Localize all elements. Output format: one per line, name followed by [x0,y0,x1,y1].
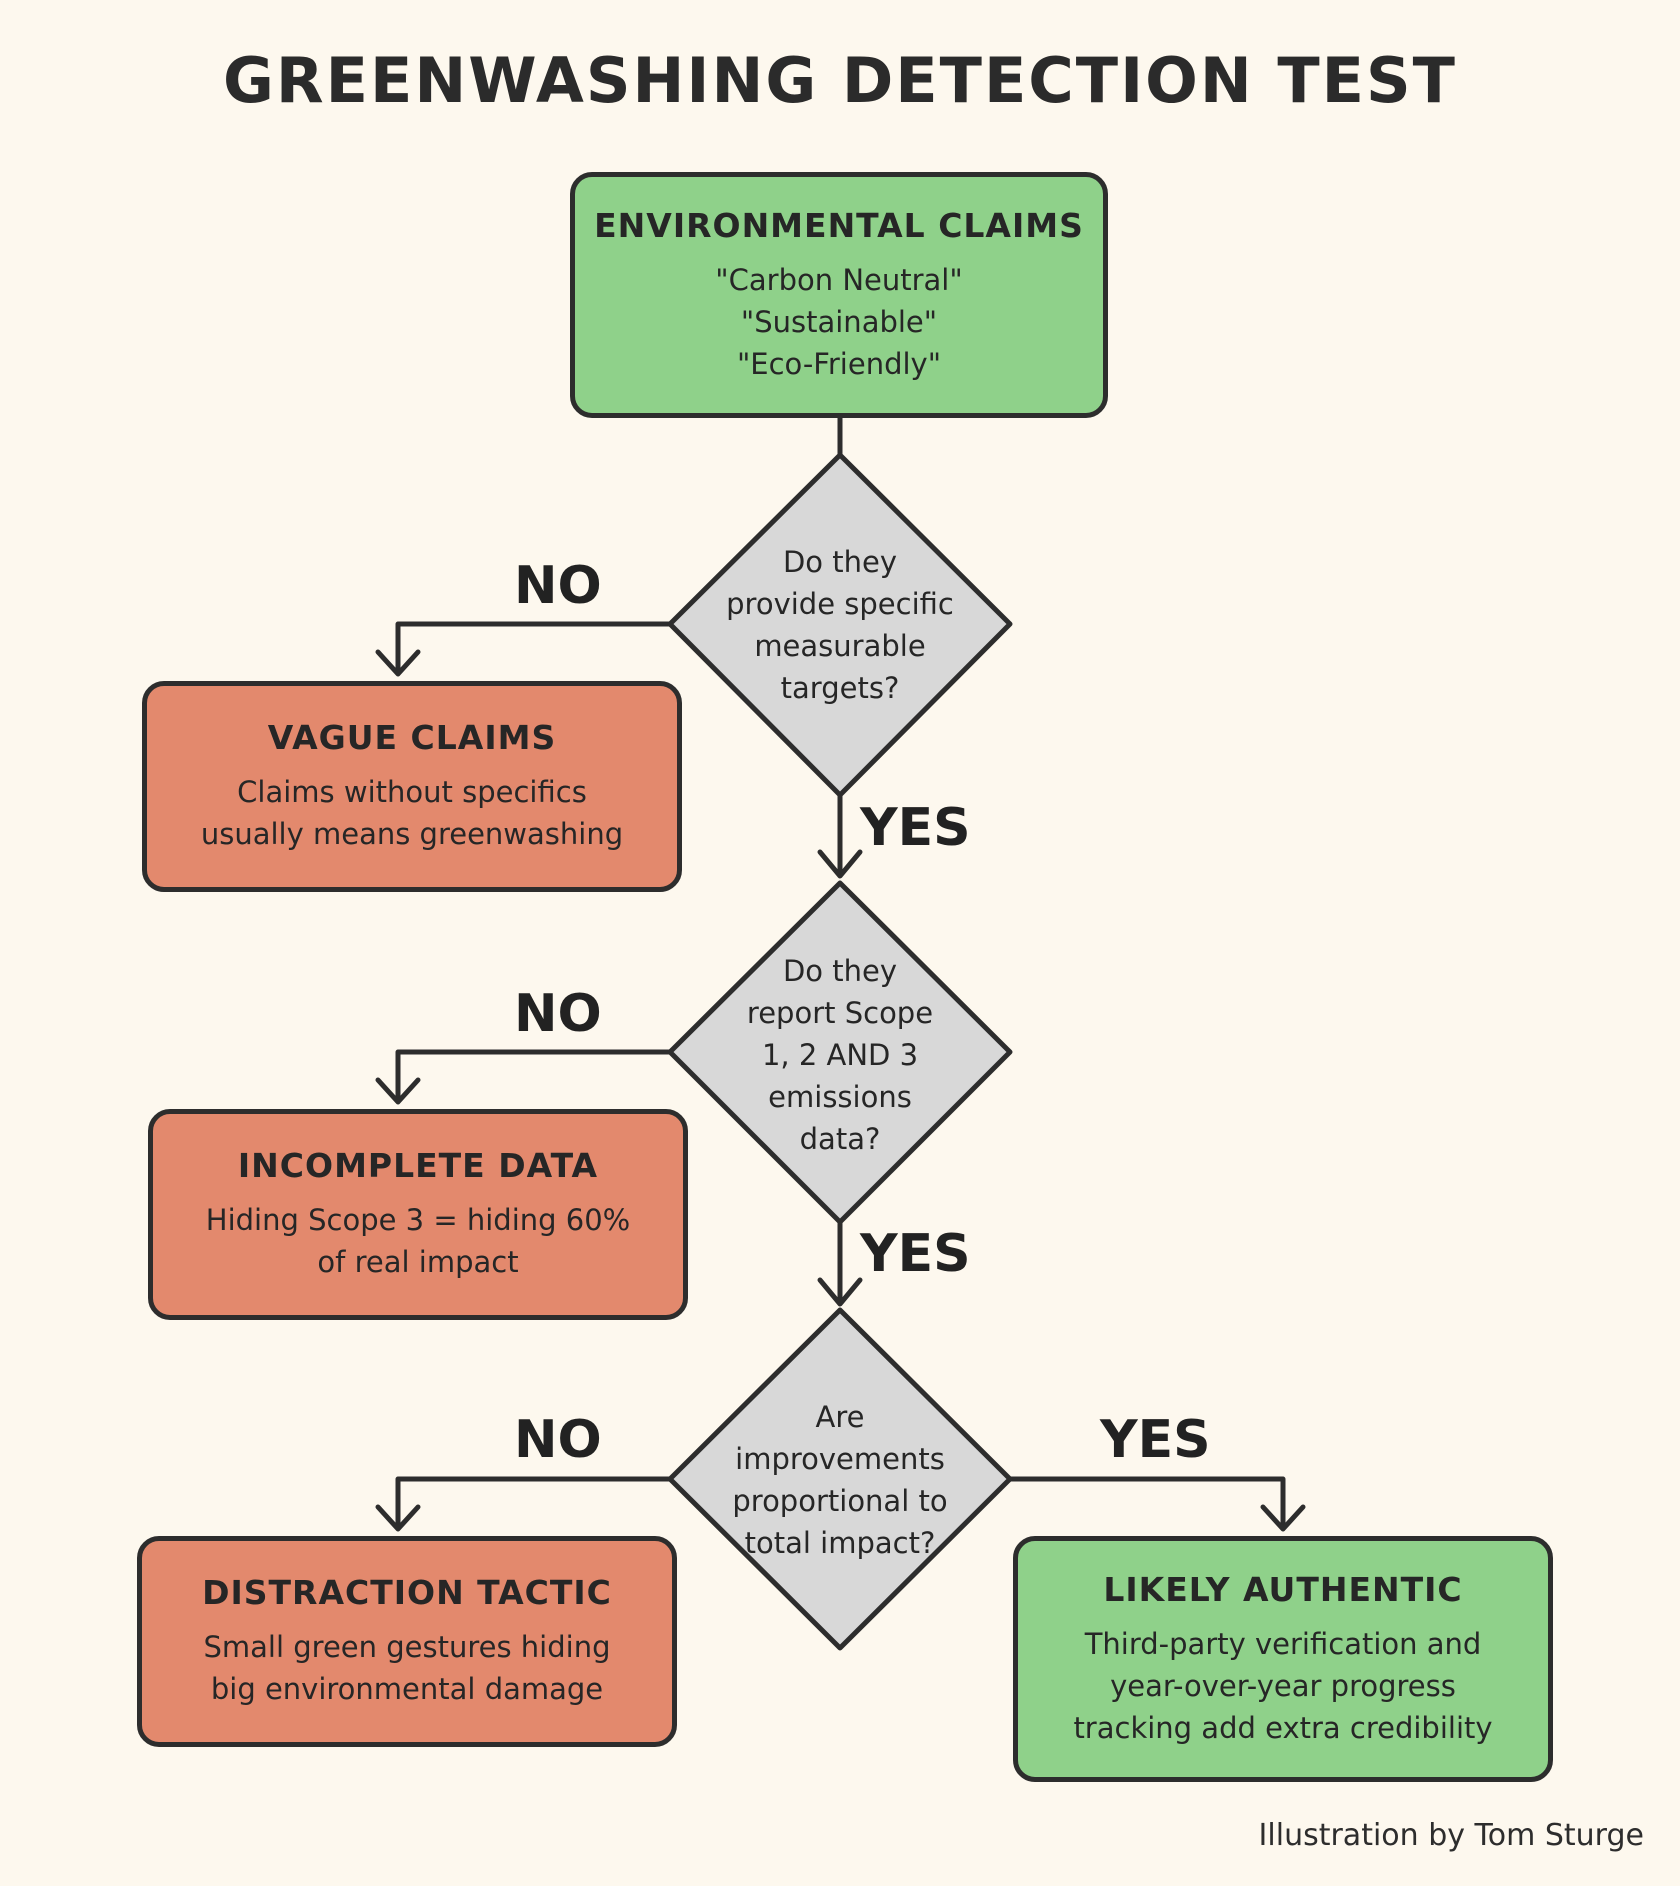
question-line: proportional to [732,1484,948,1518]
label-q2-no: NO [514,984,602,1044]
start-box-environmental-claims: ENVIRONMENTAL CLAIMS "Carbon Neutral" "S… [570,172,1108,418]
label-q3-yes: YES [1100,1410,1211,1470]
outcome-box-likely-authentic: LIKELY AUTHENTIC Third-party verificatio… [1013,1536,1553,1782]
question-line: report Scope [746,996,934,1030]
arrowhead-q3-yes [1260,1504,1306,1532]
decision-diamond-1 [667,452,1013,798]
question-line: measurable [754,629,926,663]
connector-q3-yes [1007,1476,1286,1530]
claim-line: "Eco-Friendly" [736,346,942,381]
outcome-line: Claims without specifics [237,775,587,809]
label-q1-no: NO [514,556,602,616]
illustration-credit: Illustration by Tom Sturge [1258,1818,1644,1853]
outcome-line: tracking add extra credibility [1073,1710,1493,1745]
question-line: Do they [782,545,898,579]
connector-q3-no [395,1476,673,1530]
question-line: 1, 2 AND 3 [761,1038,919,1072]
decision-diamond-3 [667,1307,1013,1651]
outcome-line: Third-party verification and [1084,1626,1482,1661]
question-line: improvements [735,1442,945,1476]
connector-q2-no [395,1049,673,1103]
question-line: Are [815,1400,865,1434]
outcome-title: VAGUE CLAIMS [267,718,557,757]
label-q3-no: NO [514,1410,602,1470]
question-line: total impact? [744,1526,936,1560]
outcome-line: of real impact [317,1245,519,1279]
question-line: Do they [782,954,898,988]
question-line: emissions [768,1080,912,1114]
arrowhead-q2-yes [817,1277,863,1307]
outcome-title: LIKELY AUTHENTIC [1103,1569,1463,1609]
question-3-text: Are improvements proportional to total i… [700,1375,980,1585]
outcome-box-distraction-tactic: DISTRACTION TACTIC Small green gestures … [137,1536,677,1747]
arrowhead-q1-no [375,649,421,677]
arrowhead-q1-yes [817,849,863,879]
outcome-line: Small green gestures hiding [203,1630,611,1664]
question-line: data? [799,1122,881,1156]
arrowhead-q3-no [375,1504,421,1532]
arrowhead-q2-no [375,1077,421,1105]
claim-line: "Carbon Neutral" [715,262,963,297]
outcome-box-vague-claims: VAGUE CLAIMS Claims without specifics us… [142,681,682,892]
outcome-line: big environmental damage [210,1672,604,1706]
question-line: targets? [780,671,900,705]
outcome-line: Hiding Scope 3 = hiding 60% [205,1203,631,1237]
connector-q1-no [395,621,673,675]
label-q1-yes: YES [860,798,971,858]
outcome-box-incomplete-data: INCOMPLETE DATA Hiding Scope 3 = hiding … [148,1109,688,1320]
claim-line: "Sustainable" [740,304,938,339]
question-1-text: Do they provide specific measurable targ… [700,520,980,730]
outcome-line: year-over-year progress [1110,1668,1456,1703]
label-q2-yes: YES [860,1224,971,1284]
start-box-title: ENVIRONMENTAL CLAIMS [594,205,1084,245]
question-2-text: Do they report Scope 1, 2 AND 3 emission… [700,945,980,1165]
diagram-title: GREENWASHING DETECTION TEST [223,44,1457,117]
outcome-title: DISTRACTION TACTIC [202,1573,612,1612]
outcome-title: INCOMPLETE DATA [237,1146,599,1185]
outcome-line: usually means greenwashing [200,817,624,851]
decision-diamond-2 [667,880,1013,1225]
question-line: provide specific [726,587,954,621]
